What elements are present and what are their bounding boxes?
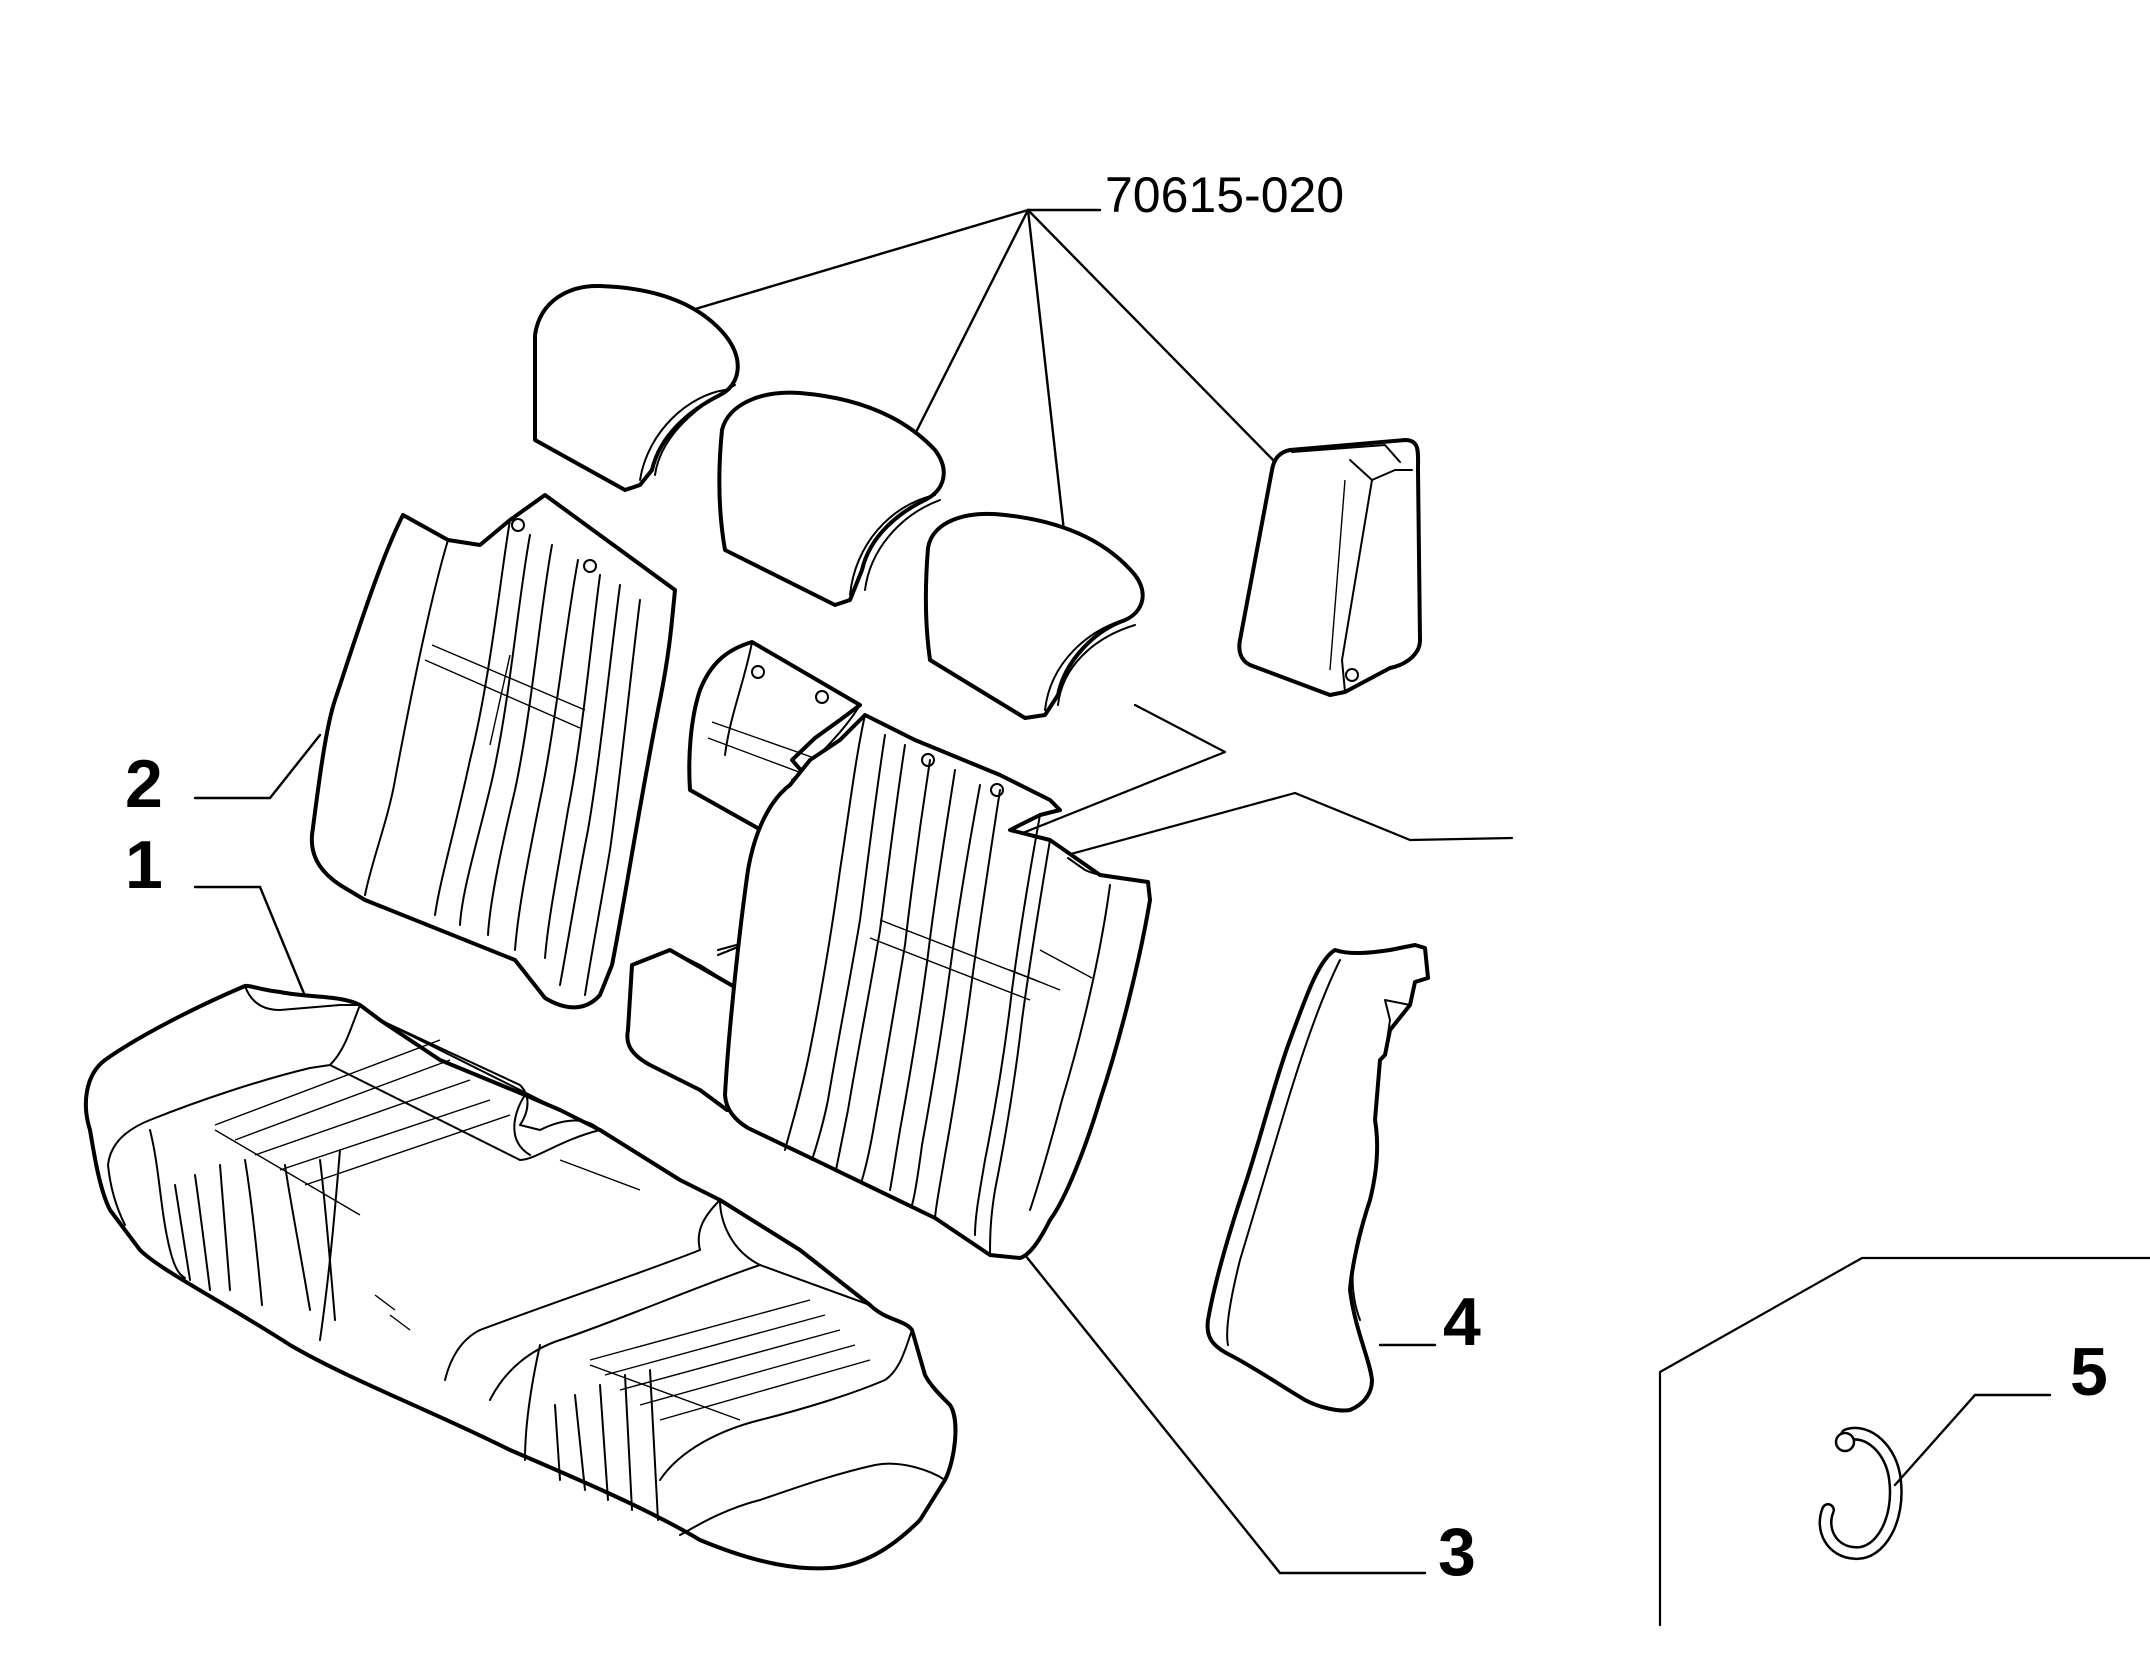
headrest-middle[interactable] [717, 390, 946, 607]
callout-1: 1 [125, 827, 163, 903]
callout-5: 5 [2070, 1334, 2108, 1410]
headrest-left[interactable] [533, 283, 740, 492]
reference-code-label: 70615-020 [1105, 167, 1344, 223]
callout-2: 2 [125, 746, 163, 822]
headrest-right[interactable] [923, 511, 1145, 720]
callout-leaders [193, 733, 2052, 1575]
backrest-left[interactable] [309, 493, 677, 1010]
retaining-clip[interactable] [1818, 1426, 1903, 1560]
backrest-right[interactable] [723, 713, 1152, 1260]
armrest[interactable] [1237, 438, 1422, 697]
reference-leader-lines [663, 208, 1277, 542]
backrest-center-pad[interactable] [625, 948, 742, 1112]
callout-3: 3 [1438, 1514, 1476, 1590]
callout-frame [1658, 1256, 2150, 1627]
side-bolster[interactable] [1205, 943, 1430, 1413]
seat-cushion[interactable] [83, 983, 958, 1571]
callout-4: 4 [1443, 1284, 1481, 1360]
